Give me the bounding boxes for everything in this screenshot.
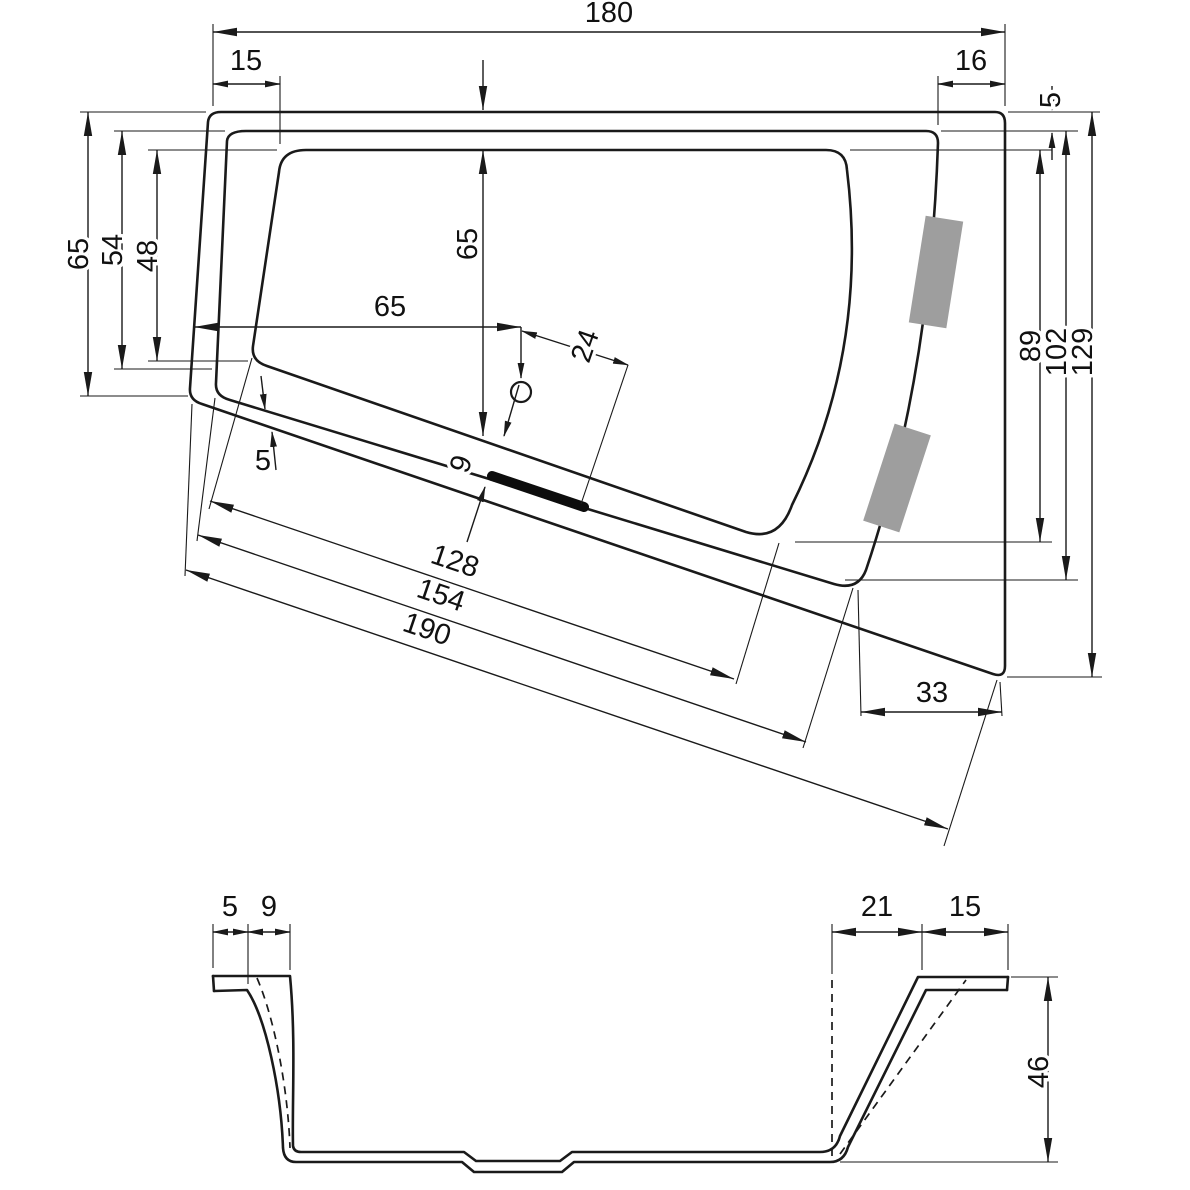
headrest-upper [908, 215, 964, 329]
dim-section-depth: 46 [840, 976, 1059, 1163]
dimension-label: 5 [1035, 92, 1067, 108]
section-left-edge [211, 974, 216, 993]
hidden-line-right-wall [839, 979, 967, 1155]
dim-overall-width: 180 [212, 0, 1006, 106]
dimension-label: 9 [261, 891, 277, 923]
section-profile [211, 974, 1010, 1174]
extension-line [196, 397, 216, 542]
dimension-label: 5 [222, 891, 238, 923]
dimension-label: 5 [255, 445, 271, 477]
dim-left-height-outer: 65 [60, 111, 206, 397]
extension-line [857, 589, 862, 717]
dim-left-height-mid: 54 [94, 130, 225, 370]
extension-line [735, 542, 780, 685]
dim-drain-diagonal: 24 [521, 322, 629, 505]
dimension-label: 65 [452, 228, 484, 260]
dim-drain-from-left: 65 [194, 288, 525, 379]
extension-line [580, 364, 629, 505]
top-view: 180 15 16 5 65 [60, 0, 1103, 847]
hidden-line-left-wall [256, 977, 291, 1149]
overflow-circle [509, 380, 533, 404]
section-inner-surface [211, 974, 1010, 1163]
dim-rim-right-side: 5 [941, 86, 1100, 160]
extension-line [999, 681, 1003, 717]
arrow-line [259, 375, 267, 410]
arrow-line [270, 431, 277, 471]
dim-section-rim-right-inner: 21 [832, 888, 922, 937]
dim-diagonal-mid: 154 [196, 397, 854, 749]
section-outer-surface [212, 988, 1009, 1174]
dimension-label: 9 [444, 451, 480, 477]
extension-line [184, 403, 193, 577]
extension-line [943, 679, 998, 847]
headrests [863, 215, 964, 533]
dim-left-height-inner: 48 [129, 149, 277, 362]
tub-basin-contour [251, 148, 854, 536]
dim-right-height-outer: 129 [1007, 112, 1103, 678]
dimension-label: 15 [230, 45, 262, 77]
dimension-label: 46 [1023, 1056, 1055, 1088]
dim-rim-gap-bottom-left: 5 [251, 375, 277, 481]
dimension-label: 24 [565, 326, 606, 367]
dim-section-rim-left-outer: 5 [212, 888, 249, 936]
section-right-edge [1005, 975, 1010, 992]
tub-outer-contour [188, 110, 1007, 677]
dimension-line [185, 569, 949, 830]
dimension-label: 102 [1041, 328, 1073, 376]
dimension-label: 180 [585, 0, 633, 29]
section-extension-lines [212, 924, 1009, 984]
dimension-label: 33 [916, 677, 948, 709]
dim-diagonal-outer: 190 [184, 403, 998, 847]
dimension-label: 21 [861, 891, 893, 923]
extension-line [208, 357, 253, 510]
dim-right-height-inner: 89 [795, 149, 1052, 543]
dimension-label: 48 [132, 240, 164, 272]
dim-outlet-gap: 9 [440, 384, 520, 543]
drain-slot [487, 471, 589, 512]
dimension-label: 65 [374, 291, 406, 323]
dim-rim-right-top: 16 [937, 42, 1006, 125]
dimension-label: 16 [955, 45, 987, 77]
dimension-line [197, 534, 807, 743]
section-view: 5 9 21 15 46 [211, 888, 1059, 1174]
dim-section-rim-left-inner: 9 [247, 888, 291, 936]
dimension-label: 89 [1015, 330, 1047, 362]
arrow-line [503, 384, 520, 437]
dimension-label: 15 [949, 891, 981, 923]
headrest-lower [863, 423, 931, 533]
dim-right-height-mid: 102 [845, 131, 1078, 581]
tub-rim-inner-contour [214, 129, 940, 588]
dimension-label: 54 [97, 234, 129, 266]
dim-center-height: 65 [449, 60, 488, 436]
dimension-label: 129 [1067, 328, 1099, 376]
dim-rim-left-top: 15 [212, 42, 281, 144]
dim-section-rim-right-outer: 15 [922, 888, 1008, 937]
dimension-line [521, 330, 629, 366]
dimension-label: 65 [63, 238, 95, 270]
tub-contours [188, 110, 1007, 677]
